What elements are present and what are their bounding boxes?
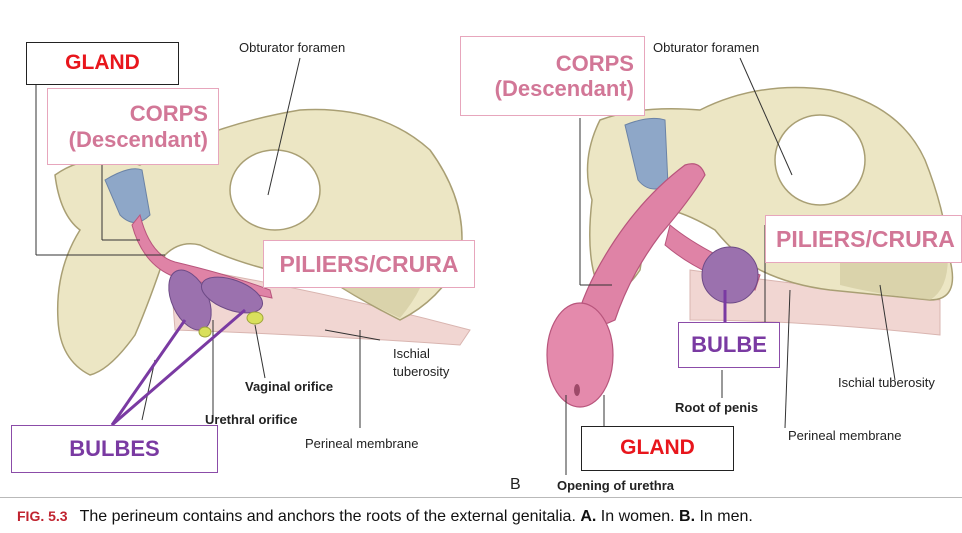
- urethral-orifice-label: Urethral orifice: [205, 412, 297, 427]
- obturator-foramen-a: [230, 150, 320, 230]
- vestibular-gland-left-a: [199, 327, 211, 337]
- caption-divider: [0, 497, 962, 498]
- caption-a-text: In women.: [596, 508, 679, 525]
- bulbes-box: BULBES: [11, 425, 218, 473]
- perineal-membrane-label-b: Perineal membrane: [788, 428, 901, 443]
- vestibular-gland-a: [247, 312, 263, 324]
- perineal-membrane-label-a: Perineal membrane: [305, 436, 418, 451]
- gland-box-a: GLAND: [26, 42, 179, 85]
- corps-box-b: CORPS (Descendant): [460, 36, 645, 116]
- caption-a-marker: A.: [580, 508, 596, 525]
- caption-b-text: In men.: [695, 508, 753, 525]
- ischial-tuberosity-label-a: Ischial tuberosity: [393, 345, 449, 380]
- piliers-box-b: PILIERS/CRURA: [765, 215, 962, 263]
- bulbe-box: BULBE: [678, 322, 780, 368]
- glans-b: [547, 303, 613, 407]
- gland-box-b: GLAND: [581, 426, 734, 471]
- obturator-foramen-label-b: Obturator foramen: [653, 40, 759, 55]
- caption-text: The perineum contains and anchors the ro…: [80, 508, 581, 525]
- figure-number: FIG. 5.3: [17, 508, 68, 524]
- root-of-penis-label: Root of penis: [675, 400, 758, 415]
- bulb-b: [702, 247, 758, 303]
- corps-box-a: CORPS (Descendant): [47, 88, 219, 165]
- urethral-meatus-b: [574, 384, 580, 396]
- obturator-foramen-label-a: Obturator foramen: [239, 40, 345, 55]
- caption-b-marker: B.: [679, 508, 695, 525]
- vaginal-orifice-label: Vaginal orifice: [245, 379, 333, 394]
- opening-of-urethra-label: Opening of urethra: [557, 478, 674, 493]
- piliers-box-a: PILIERS/CRURA: [263, 240, 475, 288]
- panel-b-letter: B: [510, 476, 521, 494]
- obturator-foramen-b: [775, 115, 865, 205]
- figure-caption: FIG. 5.3 The perineum contains and anchor…: [17, 508, 753, 526]
- ischial-tuberosity-label-b: Ischial tuberosity: [838, 375, 935, 390]
